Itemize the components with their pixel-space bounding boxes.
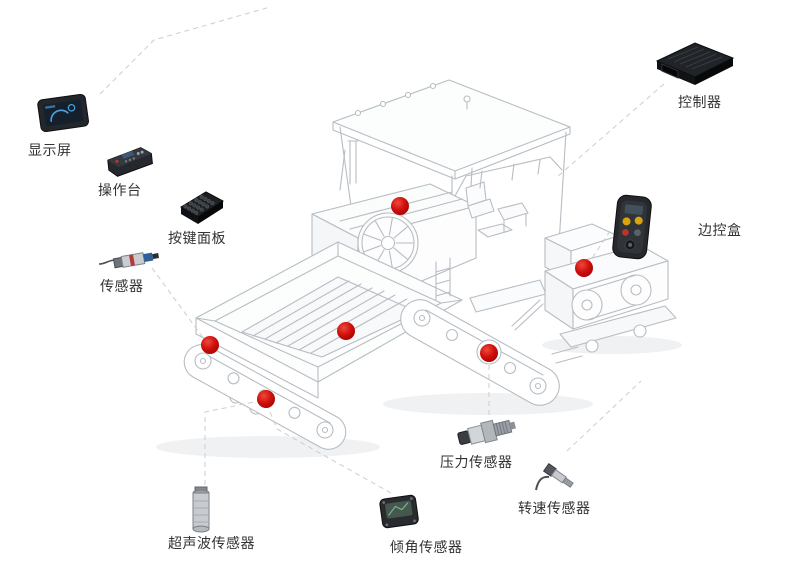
location-marker bbox=[480, 344, 498, 362]
location-marker bbox=[257, 390, 275, 408]
side-control-box-icon bbox=[612, 194, 652, 260]
component-label: 压力传感器 bbox=[440, 455, 513, 471]
component-label: 控制器 bbox=[678, 95, 722, 111]
location-marker bbox=[575, 259, 593, 277]
rotation-speed-sensor-icon bbox=[535, 462, 574, 491]
ultrasonic-sensor-icon bbox=[192, 486, 210, 533]
controller-unit-icon bbox=[655, 42, 735, 85]
keypad-panel-icon bbox=[180, 191, 224, 224]
component-label: 超声波传感器 bbox=[168, 536, 255, 552]
location-marker bbox=[337, 322, 355, 340]
paver-illustration bbox=[183, 79, 677, 450]
component-label: 按键面板 bbox=[168, 231, 226, 247]
operator-console-icon bbox=[107, 147, 153, 177]
connector-lines bbox=[99, 6, 665, 494]
tilt-sensor-icon bbox=[379, 494, 419, 529]
component-label: 转速传感器 bbox=[518, 501, 591, 517]
location-marker bbox=[201, 336, 219, 354]
component-label: 倾角传感器 bbox=[390, 540, 463, 556]
wire-sensor-icon bbox=[98, 252, 159, 269]
component-label: 操作台 bbox=[98, 183, 142, 199]
component-label: 传感器 bbox=[100, 279, 144, 295]
display-screen-icon bbox=[37, 93, 89, 133]
component-label: 边控盒 bbox=[698, 223, 742, 239]
component-label: 显示屏 bbox=[28, 143, 72, 159]
location-marker bbox=[391, 197, 409, 215]
pressure-sensor-icon bbox=[457, 419, 516, 445]
